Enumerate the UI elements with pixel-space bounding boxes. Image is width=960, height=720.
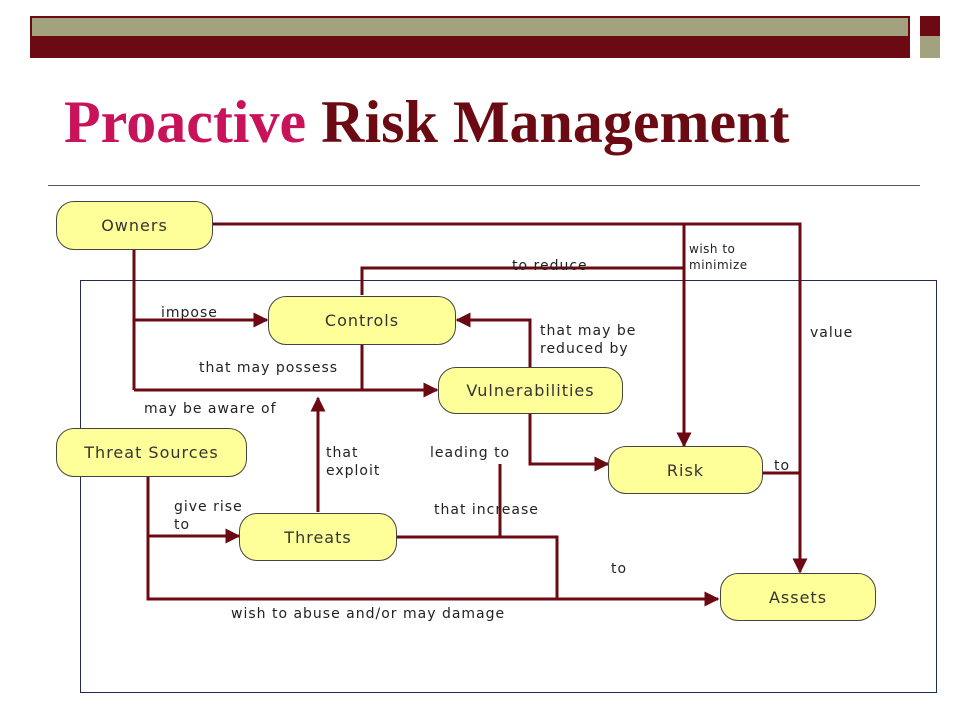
label-to-reduce: to reduce bbox=[512, 258, 588, 274]
title-rule bbox=[48, 185, 920, 186]
diagram-frame bbox=[80, 280, 937, 693]
label-that-increase: that increase bbox=[434, 502, 539, 518]
label-to-threats-assets: to bbox=[611, 561, 628, 577]
header-bar-top bbox=[30, 16, 910, 36]
node-controls[interactable]: Controls bbox=[268, 296, 456, 345]
node-threats[interactable]: Threats bbox=[239, 513, 397, 561]
label-that-may-be-reduced-by: that may be reduced by bbox=[540, 323, 637, 358]
edge-owners-assets bbox=[213, 222, 808, 574]
edge-increase bbox=[397, 535, 559, 599]
label-that-exploit: that exploit bbox=[326, 445, 381, 480]
node-risk[interactable]: Risk bbox=[608, 446, 763, 494]
slide-title: Proactive Risk Management bbox=[64, 92, 789, 152]
label-impose: impose bbox=[161, 305, 218, 321]
header-bar-bottom bbox=[30, 36, 910, 58]
edge-leading-to bbox=[528, 414, 610, 472]
title-rest: Risk Management bbox=[306, 89, 790, 155]
edge-abuse bbox=[146, 536, 720, 607]
node-assets[interactable]: Assets bbox=[720, 573, 876, 621]
label-give-rise-to: give rise to bbox=[174, 499, 243, 534]
label-leading-to: leading to bbox=[430, 445, 511, 461]
title-accent: Proactive bbox=[64, 89, 307, 155]
edge-reduced-by bbox=[455, 312, 532, 367]
label-value: value bbox=[810, 325, 854, 341]
label-wish-to-abuse: wish to abuse and/or may damage bbox=[231, 606, 506, 622]
header-square-dark bbox=[920, 16, 940, 36]
edge-to-reduce bbox=[360, 266, 684, 295]
label-wish-to-minimize: wish to minimize bbox=[689, 242, 748, 272]
header-square-light bbox=[920, 36, 940, 58]
label-may-be-aware-of: may be aware of bbox=[144, 401, 277, 417]
label-that-may-possess: that may possess bbox=[199, 360, 339, 376]
label-to-risk-assets: to bbox=[774, 458, 791, 474]
node-owners[interactable]: Owners bbox=[56, 201, 213, 250]
node-threat-sources[interactable]: Threat Sources bbox=[56, 428, 247, 477]
node-vulnerabilities[interactable]: Vulnerabilities bbox=[438, 367, 623, 414]
